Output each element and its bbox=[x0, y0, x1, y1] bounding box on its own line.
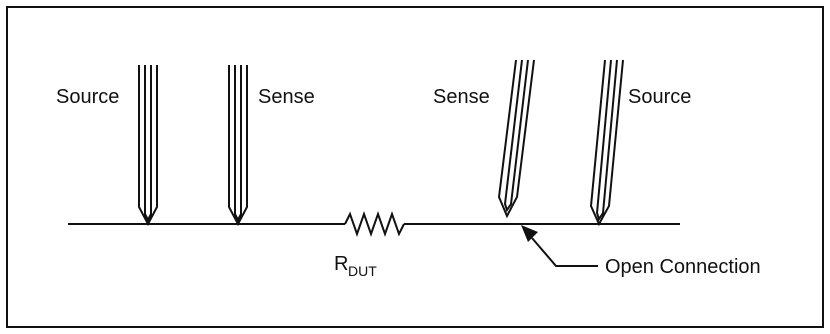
probe-sense-right-lifted bbox=[497, 59, 535, 219]
probe-source-left bbox=[138, 65, 158, 227]
resistor-symbol bbox=[344, 210, 405, 238]
label-source-right: Source bbox=[628, 86, 691, 108]
label-sense-right: Sense bbox=[433, 86, 490, 108]
probe-sense-left bbox=[228, 65, 248, 227]
probe-source-right bbox=[589, 59, 624, 227]
open-connection-leader bbox=[531, 237, 598, 267]
open-connection-arrowhead bbox=[521, 225, 538, 242]
label-open-connection: Open Connection bbox=[605, 256, 761, 278]
label-sense-left: Sense bbox=[258, 86, 315, 108]
label-resistor-subscript: DUT bbox=[348, 263, 377, 279]
label-resistor: R bbox=[334, 253, 348, 275]
diagram-frame bbox=[6, 6, 824, 328]
label-source-left: Source bbox=[56, 86, 119, 108]
